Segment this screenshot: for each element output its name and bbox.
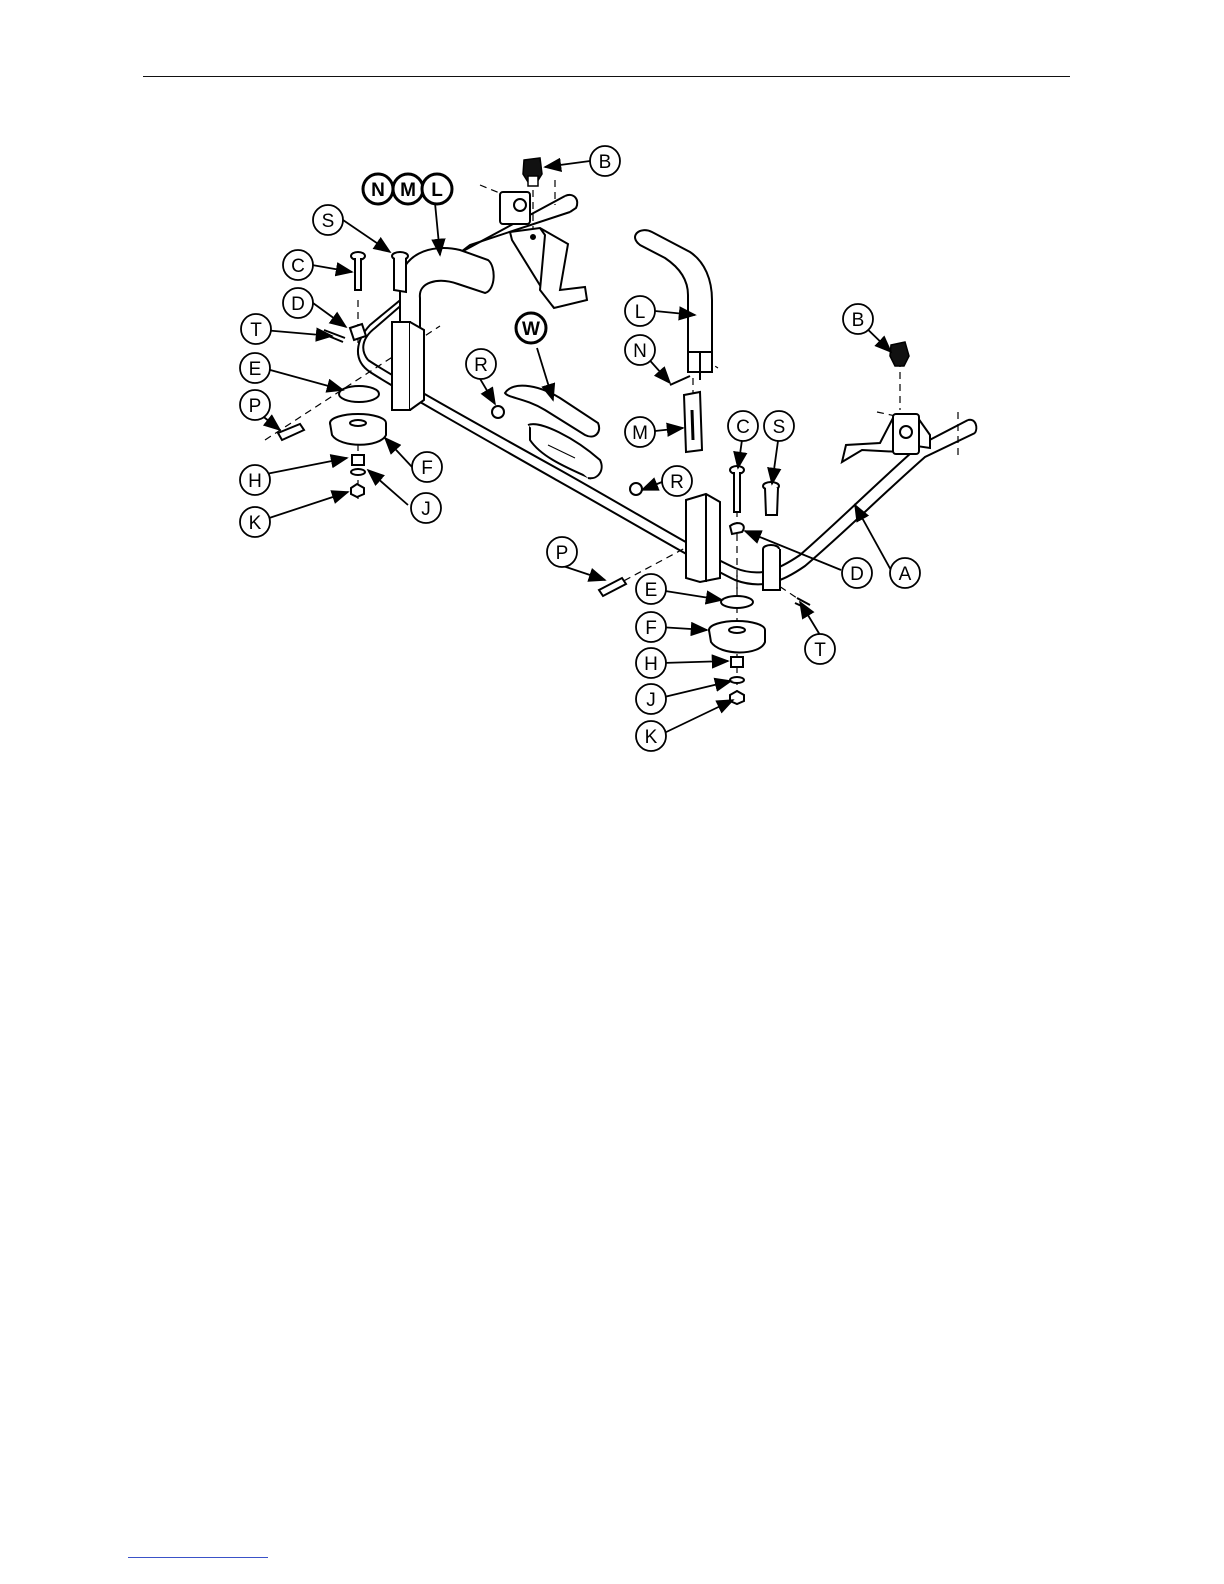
callout-letter: S: [322, 211, 335, 232]
callout-j-left: J: [411, 493, 441, 523]
pin-s-left: [392, 252, 408, 292]
callout-letter: C: [736, 417, 750, 438]
callout-letter: H: [644, 654, 658, 675]
callout-letter: P: [556, 543, 569, 564]
callout-letter: E: [645, 580, 658, 601]
callout-j-right: J: [636, 684, 666, 714]
callout-letter: C: [291, 256, 305, 277]
callout-letter: M: [632, 423, 648, 444]
callout-letter: F: [645, 618, 657, 639]
callout-d-left: D: [283, 288, 313, 318]
callout-s-right: S: [764, 411, 794, 441]
pin-p-right: [599, 578, 626, 596]
callout-letter: D: [291, 294, 305, 315]
callout-letter: S: [773, 417, 786, 438]
callout-letter: F: [421, 458, 433, 479]
callout-letter: B: [852, 310, 865, 331]
right-mount-bracket: [842, 414, 930, 462]
callout-b-top: B: [590, 146, 620, 176]
callout-c-right: C: [728, 411, 758, 441]
callout-h-right: H: [636, 648, 666, 678]
callout-l-top: L: [422, 174, 452, 204]
callout-letter: K: [645, 727, 658, 748]
callout-letter: N: [633, 341, 647, 362]
callout-k-left: K: [240, 507, 270, 537]
callout-letter: D: [850, 564, 864, 585]
callout-e-right: E: [636, 574, 666, 604]
callout-h-left: H: [240, 465, 270, 495]
callout-letter: E: [249, 359, 262, 380]
callout-r-left: R: [466, 349, 496, 379]
callout-a-right: A: [890, 558, 920, 588]
callout-letter: W: [522, 319, 540, 340]
left-handle-tube: [392, 248, 494, 410]
callout-d-right: D: [842, 558, 872, 588]
right-receiver-post: [686, 494, 720, 582]
callout-c-left: C: [283, 250, 313, 280]
bolt-c-left: [351, 252, 365, 290]
bolt-c-right: [730, 466, 744, 512]
callout-letter: R: [670, 472, 684, 493]
callout-w-mid: W: [516, 313, 546, 343]
knob-b-right: [890, 342, 909, 366]
callout-letter: A: [899, 564, 912, 585]
footer-link-underline[interactable]: [128, 1557, 268, 1558]
callout-b-right: B: [843, 304, 873, 334]
callout-s-left: S: [313, 205, 343, 235]
callout-f-left: F: [412, 452, 442, 482]
pin-s-right: [763, 482, 779, 515]
callout-f-right: F: [636, 612, 666, 642]
callout-letter: N: [371, 180, 385, 201]
callout-letter: L: [635, 302, 646, 323]
callout-letter: J: [421, 499, 431, 520]
callout-letter: J: [646, 690, 656, 711]
callout-k-right: K: [636, 721, 666, 751]
callout-m-top: M: [393, 174, 423, 204]
callout-e-left: E: [240, 353, 270, 383]
callout-p-left: P: [240, 390, 270, 420]
callout-letter: M: [400, 180, 416, 201]
callout-letter: T: [814, 640, 826, 661]
callout-letter: P: [249, 396, 262, 417]
rivet-r-left: [492, 406, 504, 418]
callout-letter: R: [474, 355, 488, 376]
callout-p-right: P: [547, 537, 577, 567]
callout-l-mid: L: [625, 296, 655, 326]
callout-n-top: N: [363, 174, 393, 204]
pin-p-left: [278, 424, 304, 440]
rivet-r-right: [630, 483, 642, 495]
callout-m-mid: M: [625, 417, 655, 447]
slotted-plate-m: [684, 392, 702, 452]
pin-n-right: [670, 376, 690, 385]
callout-n-mid: N: [625, 335, 655, 365]
callout-letter: H: [248, 471, 262, 492]
callout-letter: K: [249, 513, 262, 534]
callout-letter: L: [431, 180, 443, 201]
callout-letter: T: [250, 320, 262, 341]
callout-r-right: R: [662, 466, 692, 496]
collar-right: [763, 545, 780, 590]
clip-d-left: [350, 324, 366, 340]
callout-t-right: T: [805, 634, 835, 664]
callout-t-left: T: [241, 314, 271, 344]
knob-b-top: [523, 158, 542, 186]
clip-d-right: [730, 523, 744, 534]
callout-letter: B: [599, 152, 612, 173]
